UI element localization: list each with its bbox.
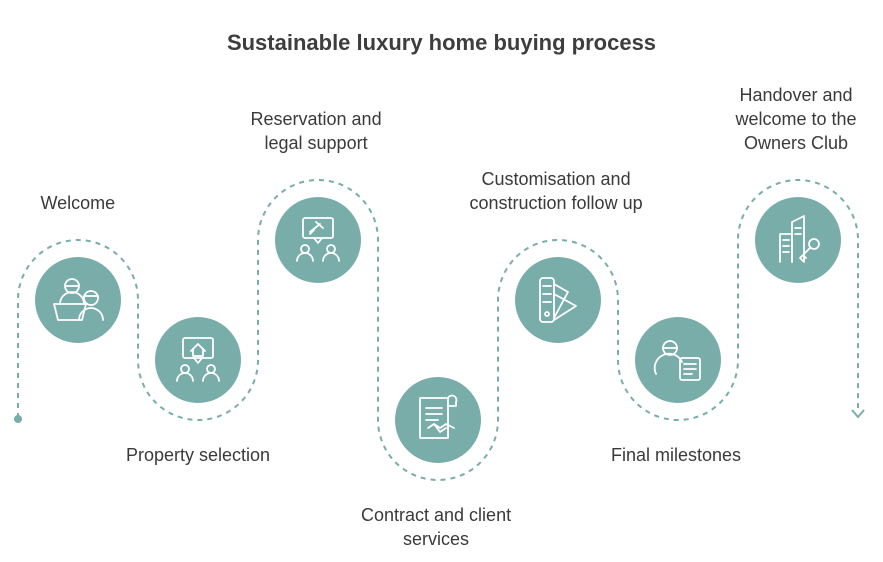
path-start-dot	[14, 415, 22, 423]
step-circle	[35, 257, 121, 343]
page-title: Sustainable luxury home buying process	[226, 30, 657, 55]
step-4	[395, 377, 481, 463]
process-path	[17, 179, 859, 481]
step-circle	[515, 257, 601, 343]
step-circle	[155, 317, 241, 403]
step-5	[515, 257, 601, 343]
step-label-line: welcome to the	[735, 109, 857, 129]
step-circle	[635, 317, 721, 403]
step-label-line: legal support	[264, 133, 368, 153]
step-label-line: Contract and client	[361, 505, 512, 525]
step-label-2: Property selection	[126, 443, 270, 467]
welcome-desk-icon	[53, 278, 104, 321]
step-label-line: Owners Club	[744, 133, 849, 153]
step-circle	[275, 197, 361, 283]
step-label-5: Customisation and construction follow up	[470, 167, 643, 215]
step-label-line: Property selection	[126, 445, 271, 465]
step-3	[275, 197, 361, 283]
step-label-line: services	[403, 529, 470, 549]
step-label-line: Handover and	[739, 85, 853, 105]
step-7	[755, 197, 841, 283]
path-end-arrow-icon	[851, 409, 865, 419]
contract-handshake-icon	[419, 394, 458, 439]
step-label-line: Welcome	[40, 193, 116, 213]
house-chat-icon	[176, 337, 220, 382]
person-checklist-icon	[653, 340, 701, 381]
step-2	[155, 317, 241, 403]
step-circle	[755, 197, 841, 283]
step-6	[635, 317, 721, 403]
step-label-line: Reservation and	[250, 109, 382, 129]
building-key-icon	[779, 215, 820, 263]
step-label-6: Final milestones	[611, 443, 741, 467]
step-label-line: Customisation and	[481, 169, 631, 189]
step-label-line: Final milestones	[611, 445, 742, 465]
step-label-4: Contract and client services	[361, 503, 511, 551]
color-swatch-icon	[539, 277, 577, 323]
legal-gavel-chat-icon	[296, 217, 340, 262]
step-1	[35, 257, 121, 343]
step-label-1: Welcome	[41, 191, 116, 215]
step-label-line: construction follow up	[469, 193, 643, 213]
step-label-3: Reservation and legal support	[251, 107, 382, 155]
